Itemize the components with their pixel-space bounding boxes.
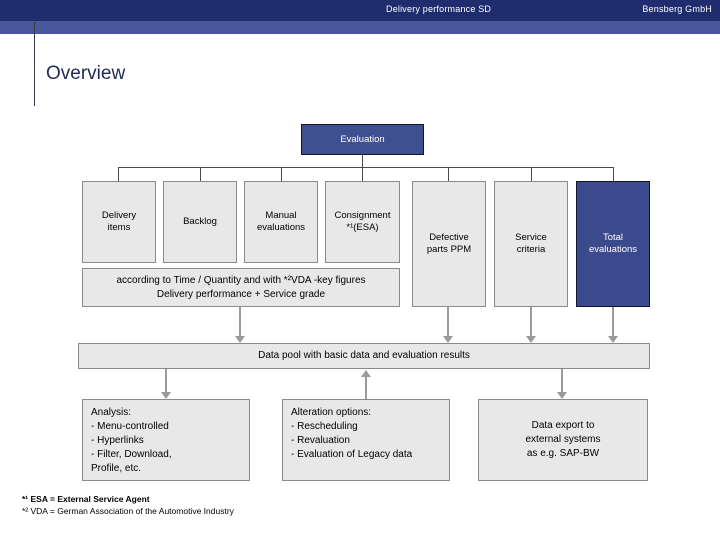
- header-band-mid: [0, 21, 720, 34]
- evaluation-box[interactable]: Evaluation: [301, 124, 424, 155]
- connector-root-stub: [362, 155, 363, 167]
- arrow-head-pool-to-analysis: [161, 392, 171, 399]
- arrow-head-total-to-pool: [608, 336, 618, 343]
- box-data-export[interactable]: Data export to external systems as e.g. …: [478, 399, 648, 481]
- arrow-line-pool-to-export: [561, 369, 563, 393]
- box-alteration-options[interactable]: Alteration options: - Rescheduling - Rev…: [282, 399, 450, 481]
- arrow-line-total-to-pool: [612, 307, 614, 337]
- arrow-line-alteration-to-pool: [365, 376, 367, 400]
- connector-drop-3: [281, 167, 282, 181]
- connector-drop-6: [531, 167, 532, 181]
- arrow-head-service-to-pool: [526, 336, 536, 343]
- header-right-title: Bensberg GmbH: [642, 4, 712, 14]
- connector-drop-2: [200, 167, 201, 181]
- footnote-vda: *² VDA = German Association of the Autom…: [22, 506, 234, 516]
- arrow-line-ppm-to-pool: [447, 307, 449, 337]
- page-title: Overview: [46, 63, 126, 84]
- arrow-head-criteria-to-pool: [235, 336, 245, 343]
- arrow-line-service-to-pool: [530, 307, 532, 337]
- box-data-pool[interactable]: Data pool with basic data and evaluation…: [78, 343, 650, 369]
- box-delivery-items[interactable]: Delivery items: [82, 181, 156, 263]
- box-defective-parts-ppm[interactable]: Defective parts PPM: [412, 181, 486, 307]
- connector-bus: [118, 167, 614, 168]
- arrow-line-pool-to-analysis: [165, 369, 167, 393]
- box-total-evaluations[interactable]: Total evaluations: [576, 181, 650, 307]
- box-analysis[interactable]: Analysis: - Menu-controlled - Hyperlinks…: [82, 399, 250, 481]
- box-consignment[interactable]: Consignment *¹(ESA): [325, 181, 400, 263]
- header-band-dark: [0, 0, 720, 21]
- box-service-criteria[interactable]: Service criteria: [494, 181, 568, 307]
- connector-drop-4: [362, 167, 363, 181]
- header-center-title: Delivery performance SD: [386, 4, 492, 14]
- box-manual-evaluations[interactable]: Manual evaluations: [244, 181, 318, 263]
- arrow-head-pool-to-export: [557, 392, 567, 399]
- connector-drop-5: [448, 167, 449, 181]
- connector-drop-1: [118, 167, 119, 181]
- box-backlog[interactable]: Backlog: [163, 181, 237, 263]
- footnote-esa: *¹ ESA = External Service Agent: [22, 494, 150, 504]
- arrow-head-alteration-to-pool: [361, 370, 371, 377]
- arrow-line-criteria-to-pool: [239, 307, 241, 337]
- title-accent-rule: [34, 22, 35, 106]
- arrow-head-ppm-to-pool: [443, 336, 453, 343]
- box-criteria-note[interactable]: according to Time / Quantity and with *²…: [82, 268, 400, 307]
- connector-drop-7: [613, 167, 614, 181]
